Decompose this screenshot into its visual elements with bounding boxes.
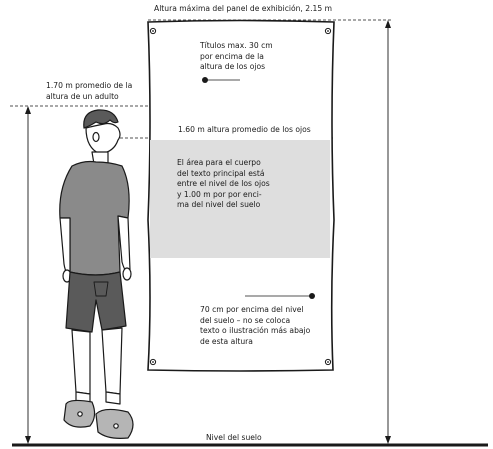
screw-icon [324, 358, 332, 366]
titles-label: Títulos max. 30 cm por encima de la altu… [200, 41, 273, 71]
floor-label: Nivel del suelo [206, 433, 262, 442]
floor-offset-callout [245, 293, 315, 299]
floor-offset-label: 70 cm por encima del nivel del suelo – n… [200, 305, 311, 346]
adult-height-label: 1.70 m promedio de la altura de un adult… [46, 81, 133, 101]
max-height-arrow [385, 20, 391, 444]
titles-callout [202, 77, 240, 83]
screw-icon [324, 27, 332, 35]
adult-height-arrow [25, 106, 31, 444]
eye-height-label: 1.60 m altura promedio de los ojos [178, 125, 311, 134]
max-height-label: Altura máxima del panel de exhibición, 2… [154, 4, 332, 13]
screw-icon [149, 27, 157, 35]
person-illustration [59, 109, 134, 439]
screw-icon [149, 358, 157, 366]
body-text-area [150, 140, 330, 258]
body-area-label: El área para el cuerpo del texto princip… [177, 158, 270, 209]
